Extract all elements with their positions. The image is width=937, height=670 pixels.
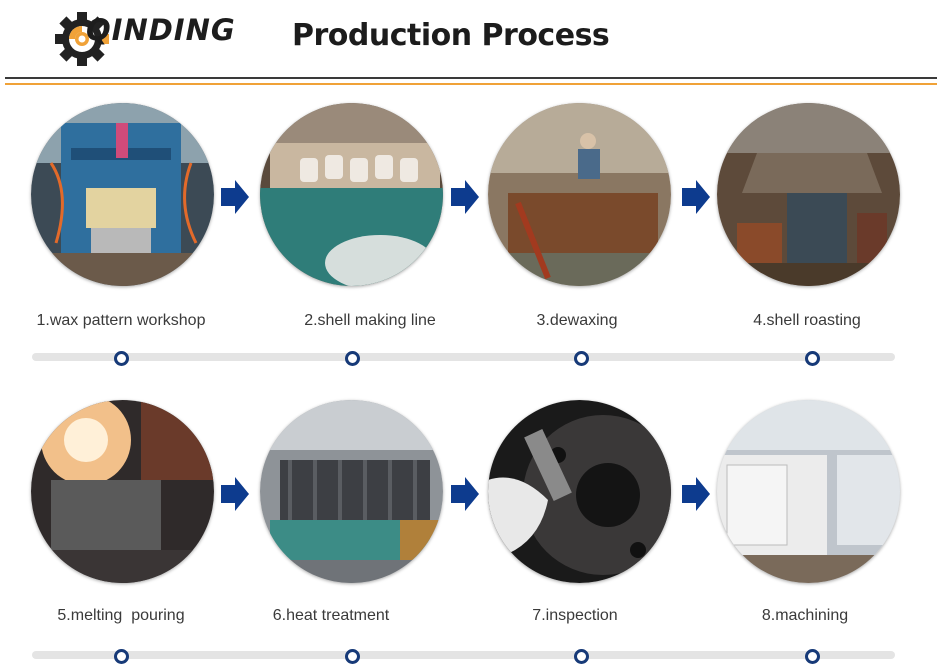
arrow-right-icon	[682, 180, 710, 214]
photo-melting-pouring	[31, 400, 214, 583]
step-dot	[574, 351, 589, 366]
photo-shell-roasting	[717, 103, 900, 286]
photo-dewaxing	[488, 103, 671, 286]
step-label: 4.shell roasting	[753, 312, 861, 329]
arrow-right-icon	[451, 477, 479, 511]
page-title: Production Process	[292, 18, 610, 53]
company-logo	[52, 8, 237, 68]
step-dot	[805, 351, 820, 366]
photo-machining	[717, 400, 900, 583]
step-dot	[574, 649, 589, 664]
step-dot	[345, 649, 360, 664]
arrow-right-icon	[221, 180, 249, 214]
photo-wax-pattern-workshop	[31, 103, 214, 286]
step-label: 7.inspection	[532, 607, 618, 624]
gear-logo-icon	[55, 12, 109, 66]
photo-inspection	[488, 400, 671, 583]
step-label: 3.dewaxing	[536, 312, 618, 329]
step-dot	[805, 649, 820, 664]
step-label: 1.wax pattern workshop	[36, 312, 206, 329]
step-label: 6.heat treatment	[272, 607, 390, 624]
arrow-right-icon	[682, 477, 710, 511]
header-divider	[5, 77, 937, 79]
step-dot	[114, 649, 129, 664]
photo-shell-making-line	[260, 103, 443, 286]
header-accent-divider	[5, 83, 937, 85]
step-label: 8.machining	[761, 607, 849, 624]
arrow-right-icon	[451, 180, 479, 214]
step-label: 5.melting pouring	[57, 607, 185, 624]
step-label: 2.shell making line	[304, 312, 436, 329]
header: QINDING Production Process	[0, 0, 937, 90]
step-dot	[345, 351, 360, 366]
step-dot	[114, 351, 129, 366]
photo-heat-treatment	[260, 400, 443, 583]
logo-text: QINDING	[86, 13, 236, 47]
arrow-right-icon	[221, 477, 249, 511]
progress-track	[32, 651, 895, 659]
progress-track	[32, 353, 895, 361]
